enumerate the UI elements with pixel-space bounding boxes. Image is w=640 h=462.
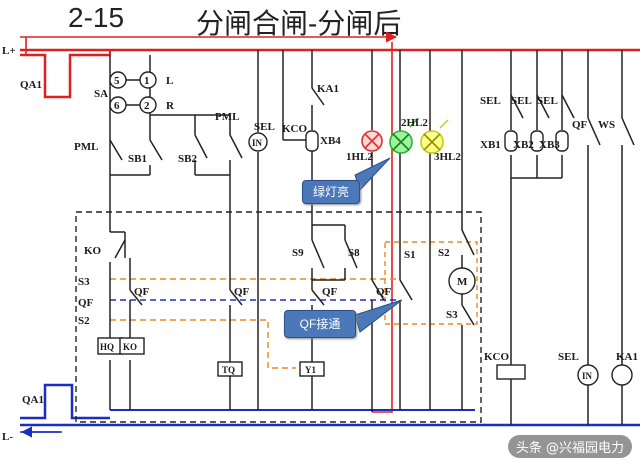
s3-label-a: S3 <box>78 276 90 288</box>
qf-label-1: QF <box>134 286 150 298</box>
sb1-label: SB1 <box>128 153 147 165</box>
lamp-3hl2 <box>420 119 449 154</box>
qf-right-label: QF <box>572 119 588 131</box>
qf-label-4: QF <box>376 286 392 298</box>
ka1-bottom-label: KA1 <box>616 351 638 363</box>
ws-label: WS <box>598 119 615 131</box>
sel-label-2: SEL <box>558 351 579 363</box>
ka1-top-label: KA1 <box>317 83 339 95</box>
qa1-bottom-label: QA1 <box>22 394 44 406</box>
y1-label: Y1 <box>305 365 316 375</box>
contact-6-label: 6 <box>114 100 120 112</box>
xb2-label: XB2 <box>513 139 534 151</box>
switch-contacts <box>109 87 635 326</box>
sel-label-1: SEL <box>254 121 275 133</box>
xb3-label: XB3 <box>539 139 560 151</box>
sel-right-label-3: SEL <box>537 95 558 107</box>
hl2-label: 2HL2 <box>401 117 428 129</box>
pml-left-label: PML <box>74 141 98 153</box>
s9-label: S9 <box>292 247 304 259</box>
hq-label: HQ <box>100 342 114 352</box>
r-label: R <box>166 100 175 112</box>
sel-meter-icon <box>248 132 268 152</box>
ko-label-1: KO <box>84 245 102 257</box>
qf-label-3: QF <box>322 286 338 298</box>
contact-5-label: 5 <box>114 75 120 87</box>
callout-green-light: 绿灯亮 <box>302 180 360 204</box>
sb2-label: SB2 <box>178 153 197 165</box>
sel-right-label-1: SEL <box>480 95 501 107</box>
ka1-meter-icon <box>611 364 633 386</box>
motor-label: M <box>457 276 468 288</box>
hl1-label: 1HL2 <box>346 151 373 163</box>
negative-bus <box>20 383 640 438</box>
qa1-top-label: QA1 <box>20 79 42 91</box>
qf-label-2: QF <box>234 286 250 298</box>
qf-row-label: QF <box>78 297 94 309</box>
s8-label: S8 <box>348 247 360 259</box>
l-label: L <box>166 75 173 87</box>
s3-label-b: S3 <box>446 309 458 321</box>
hl3-label: 3HL2 <box>434 151 461 163</box>
motor-dashed-box <box>384 241 478 325</box>
breaker-enclosure <box>75 211 482 423</box>
bus-positive-label: L+ <box>2 45 16 57</box>
motor-icon <box>448 267 476 295</box>
sel-right-label-2: SEL <box>511 95 532 107</box>
tq-label: TQ <box>222 365 235 375</box>
bus-negative-label: L- <box>2 431 13 443</box>
in-label-2: IN <box>582 371 593 381</box>
diagram-number: 2-15 <box>68 2 125 33</box>
callout-qf-pointer <box>354 299 403 333</box>
lamp-1hl2 <box>361 130 383 152</box>
instrument-circles <box>109 71 633 386</box>
kco-label-2: KCO <box>484 351 510 363</box>
watermark: 头条 @兴福园电力 <box>507 435 632 458</box>
diagram-title: 分闸合闸-分闸后 <box>196 8 402 39</box>
s1-label: S1 <box>404 249 416 261</box>
callout-qf-closed: QF接通 <box>284 310 356 338</box>
s2-label-a: S2 <box>78 315 90 327</box>
sa-label: SA <box>94 88 108 100</box>
xb4-label: XB4 <box>320 135 341 147</box>
contact-2-label: 2 <box>144 100 150 112</box>
in-label-1: IN <box>252 138 263 148</box>
kco-label-1: KCO <box>282 123 308 135</box>
ko-label-2: KO <box>123 342 137 352</box>
contact-1-label: 1 <box>144 75 150 87</box>
pml-right-label: PML <box>215 111 239 123</box>
xb1-label: XB1 <box>480 139 501 151</box>
lamp-2hl2 <box>389 117 419 154</box>
s2-label-b: S2 <box>438 247 450 259</box>
sel-meter-icon-2 <box>577 364 599 386</box>
coil-boxes <box>97 130 569 380</box>
